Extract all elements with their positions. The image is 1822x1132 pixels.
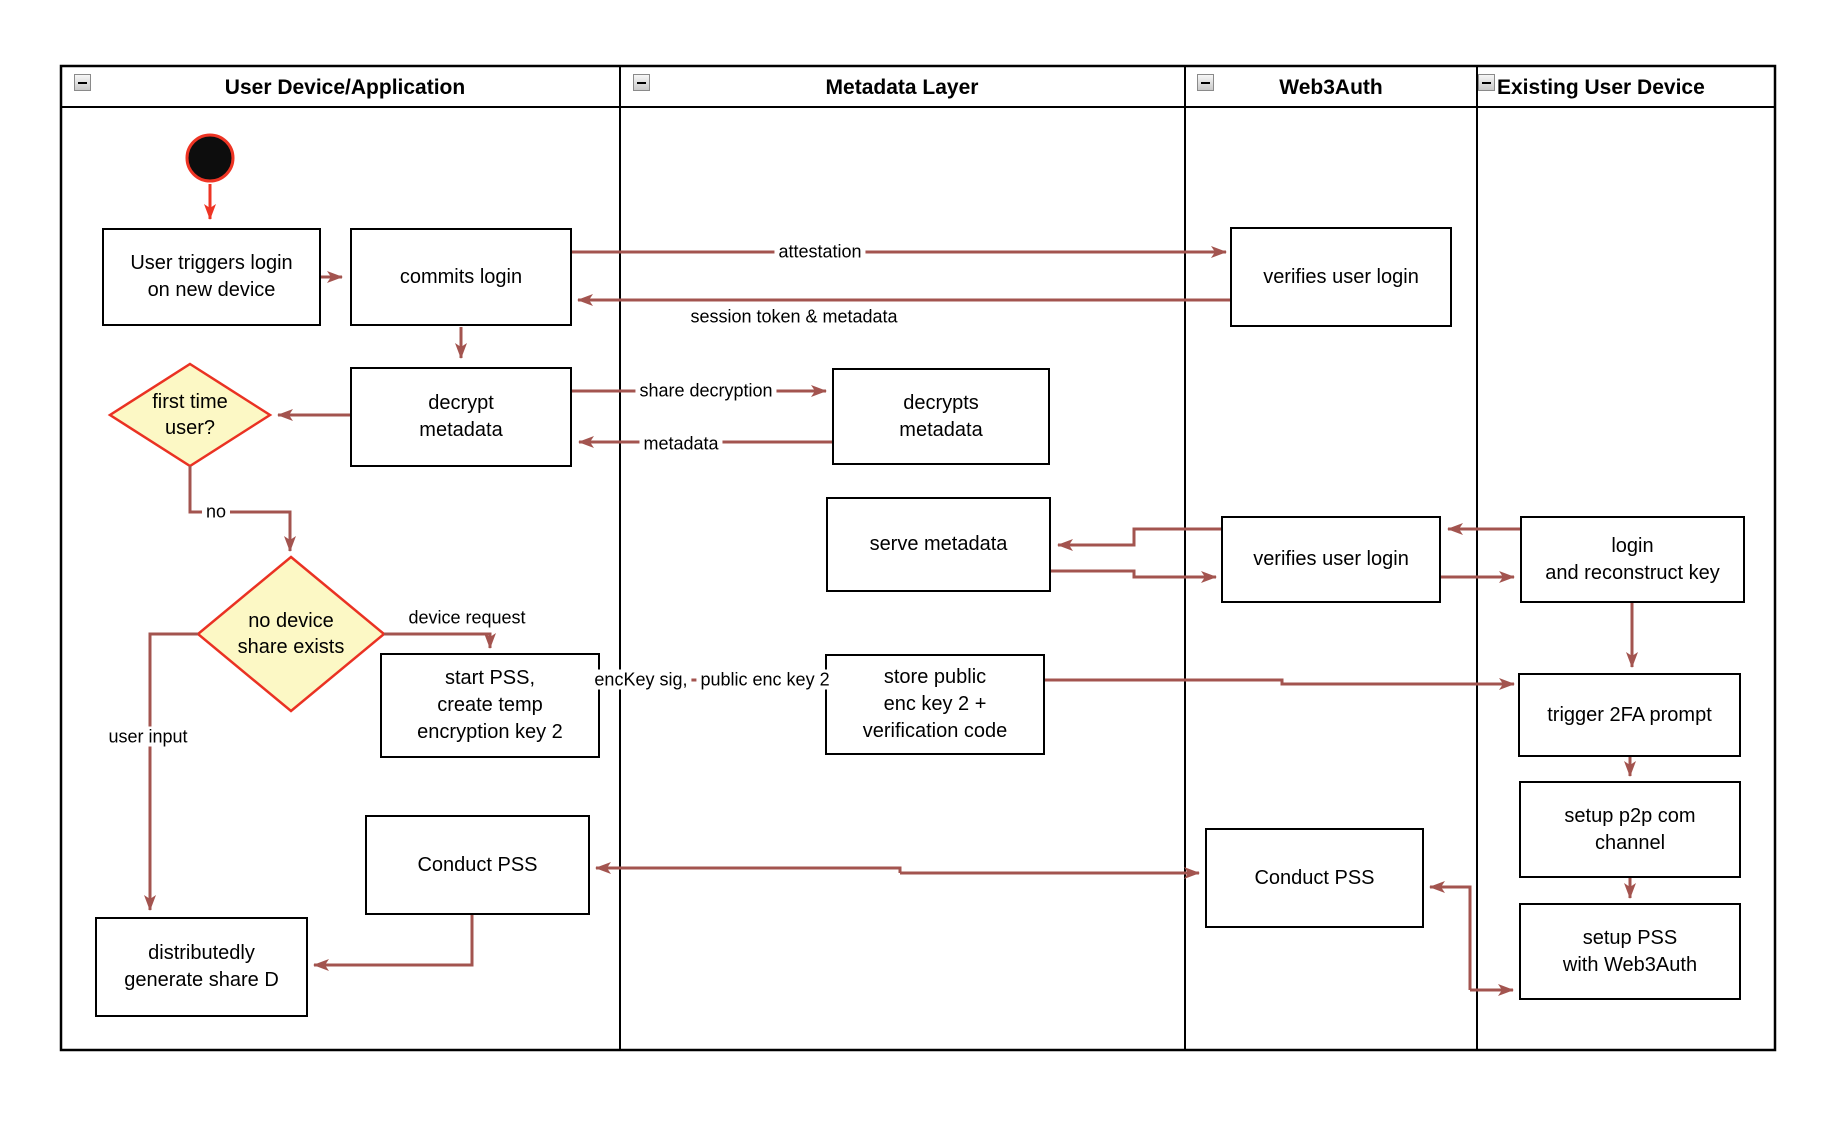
node-text: distributedly — [148, 942, 255, 964]
edge-label-text: session token & metadata — [690, 306, 898, 327]
edge-conductpss-to-shared — [313, 915, 474, 971]
node-decrypts-metadata: decrypts metadata — [832, 368, 1050, 465]
node-text: on new device — [147, 279, 276, 301]
collapse-lane-icon[interactable] — [74, 74, 91, 91]
minus-icon — [1201, 81, 1210, 84]
node-text: no device — [248, 610, 334, 632]
node-text: generate share D — [124, 969, 279, 991]
node-text: Conduct PSS — [417, 853, 538, 876]
edge-label-user-input: user input — [104, 726, 192, 749]
edge-label-text: device request — [408, 607, 526, 628]
node-text: serve metadata — [869, 533, 1008, 555]
node-commits-login: commits login — [350, 228, 572, 326]
node-text: share exists — [237, 636, 345, 658]
node-text: setup PSS — [1582, 926, 1678, 949]
edge-label-text: share decryption — [635, 380, 777, 401]
node-login-reconstruct-key: login and reconstruct key — [1520, 516, 1745, 603]
node-setup-pss-web3auth: setup PSS with Web3Auth — [1519, 903, 1741, 1000]
decision-no-device-share — [196, 555, 386, 713]
edge-user-input — [144, 632, 198, 911]
node-verifies-user-login-top: verifies user login — [1230, 227, 1452, 327]
node-conduct-pss-user: Conduct PSS — [365, 815, 590, 915]
edge-label-text: no — [201, 501, 231, 522]
decision-label-no-device-share: no device share exists — [238, 608, 345, 660]
decision-label-first-time-user: first time user? — [152, 389, 228, 441]
edge-label-text: public enc key 2 — [696, 669, 834, 690]
minus-icon — [1482, 81, 1491, 84]
edge-label-text: attestation — [774, 241, 866, 262]
lane-title-metadata-layer: Metadata Layer — [825, 76, 979, 99]
node-serve-metadata: serve metadata — [826, 497, 1051, 592]
node-text: user? — [164, 417, 216, 439]
edge-label-text: encKey sig, — [590, 669, 692, 690]
minus-icon — [637, 81, 646, 84]
edge-label-no: no — [201, 501, 231, 524]
collapse-lane-icon[interactable] — [1478, 74, 1495, 91]
diagram-frame — [59, 64, 1777, 1052]
node-trigger-2fa: trigger 2FA prompt — [1518, 673, 1741, 757]
start-node — [185, 133, 235, 183]
node-decrypt-metadata: decrypt metadata — [350, 367, 572, 467]
edge-verifies-to-serve — [1057, 527, 1221, 551]
edge-label-enckey: encKey sig, public enc key 2 — [590, 669, 834, 692]
node-verifies-user-login-mid: verifies user login — [1221, 516, 1441, 603]
edge-label-text: metadata — [639, 433, 723, 454]
edge-store-to-2fa — [1045, 678, 1515, 690]
node-text: encryption key 2 — [417, 721, 563, 743]
minus-icon — [78, 81, 87, 84]
edge-label-text: user input — [104, 726, 192, 747]
lane-title-user-device: User Device/Application — [224, 76, 466, 99]
node-text: and reconstruct key — [1545, 561, 1720, 584]
node-text: login — [1611, 534, 1654, 557]
node-text: start PSS, — [444, 667, 536, 689]
edge-conductpss-left — [595, 862, 902, 874]
node-text: enc key 2 + — [883, 693, 987, 715]
edge-label-session-token: session token & metadata — [690, 306, 897, 329]
node-conduct-pss-web3auth: Conduct PSS — [1205, 828, 1424, 928]
node-text: commits login — [399, 265, 523, 288]
lane-title-existing-device: Existing User Device — [1497, 76, 1705, 99]
collapse-lane-icon[interactable] — [1197, 74, 1214, 91]
node-store-public-key: store public enc key 2 + verification co… — [825, 654, 1045, 755]
node-text: setup p2p com — [1564, 804, 1696, 827]
node-setup-p2p: setup p2p com channel — [1519, 781, 1741, 878]
edge-device-request — [384, 632, 496, 649]
node-text: metadata — [419, 419, 503, 441]
collapse-lane-icon[interactable] — [633, 74, 650, 91]
edge-label-device-request: device request — [408, 607, 525, 630]
edge-serve-to-verifies — [1051, 569, 1217, 583]
node-text: decrypt — [428, 392, 494, 414]
node-text: store public — [883, 666, 987, 688]
node-text: verification code — [862, 720, 1008, 742]
node-text: decrypts — [903, 391, 979, 414]
node-text: channel — [1594, 831, 1666, 854]
node-text: create temp — [437, 694, 543, 716]
node-text: first time — [152, 391, 228, 413]
edge-no-branch — [188, 466, 296, 552]
edge-label-attestation: attestation — [774, 241, 866, 264]
node-text: trigger 2FA prompt — [1547, 703, 1712, 726]
node-user-triggers-login: User triggers login on new device — [102, 228, 321, 326]
node-text: Conduct PSS — [1254, 866, 1375, 889]
node-text: metadata — [899, 418, 983, 441]
edge-label-share-decryption: share decryption — [635, 380, 777, 403]
node-text: verifies user login — [1263, 265, 1419, 288]
node-start-pss: start PSS, create temp encryption key 2 — [380, 653, 600, 758]
edge-setuppss-to-conductpss — [1429, 881, 1472, 990]
node-text: User triggers login — [130, 252, 293, 274]
edge-label-metadata: metadata — [639, 433, 723, 456]
node-distributedly-generate: distributedly generate share D — [95, 917, 308, 1017]
node-text: verifies user login — [1253, 548, 1409, 570]
node-text: with Web3Auth — [1562, 953, 1698, 976]
lane-title-web3auth: Web3Auth — [1279, 76, 1383, 99]
